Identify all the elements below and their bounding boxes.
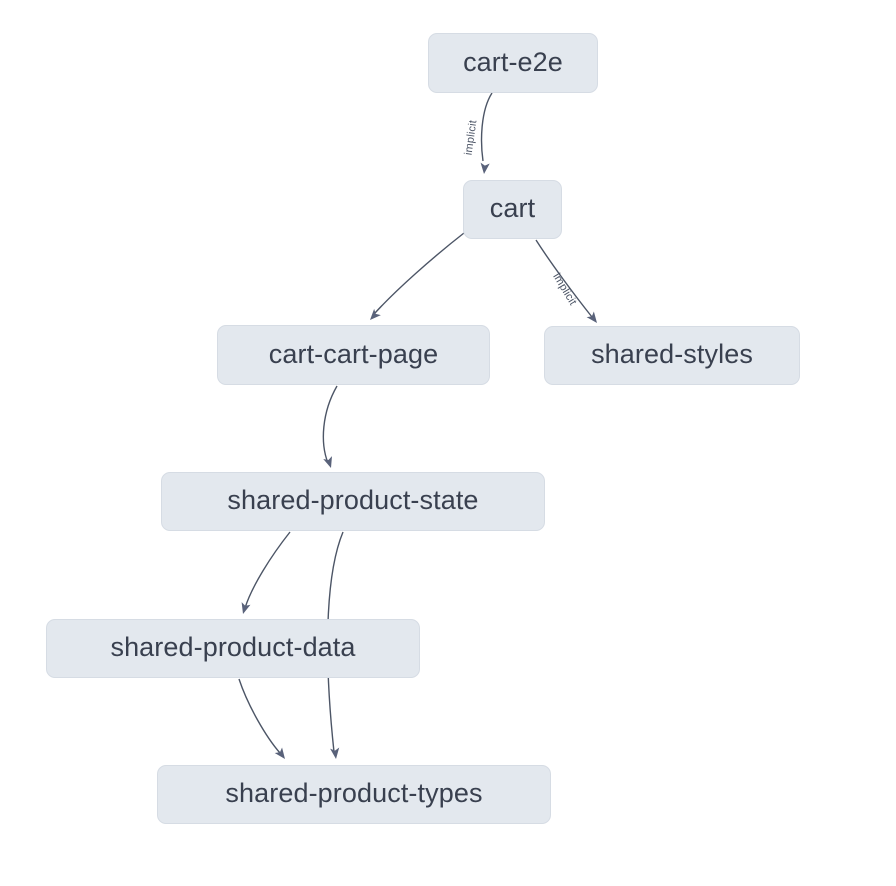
graph-node-label: shared-product-data [110, 632, 356, 662]
edge-label: implicit [550, 271, 578, 307]
edge-shared-product-state-to-shared-product-data [241, 531, 291, 614]
graph-node-shared-product-data[interactable]: shared-product-data [46, 619, 420, 678]
arrowhead-icon [480, 162, 490, 174]
edge-line [535, 239, 593, 318]
graph-node-label: cart [489, 193, 536, 223]
edge-line [244, 531, 291, 609]
arrowhead-icon [323, 456, 332, 468]
edge-shared-product-data-to-shared-product-types [238, 678, 285, 759]
graph-node-label: cart-cart-page [268, 338, 439, 369]
edge-label: implicit [463, 119, 480, 156]
edge-cart-cart-page-to-shared-product-state [322, 385, 338, 468]
edge-cart-e2e-to-cart: implicit [463, 92, 493, 174]
edge-line [238, 678, 281, 754]
graph-node-label: shared-product-state [227, 485, 479, 515]
graph-node-cart-cart-page[interactable]: cart-cart-page [217, 325, 490, 385]
graph-node-label: shared-product-types [225, 778, 483, 808]
graph-node-shared-product-types[interactable]: shared-product-types [157, 765, 551, 824]
edge-cart-to-shared-styles: implicit [535, 239, 597, 323]
graph-node-shared-product-state[interactable]: shared-product-state [161, 472, 545, 531]
graph-node-label: cart-e2e [463, 46, 563, 77]
edge-line [374, 232, 465, 314]
edge-line [322, 385, 338, 464]
edge-line [480, 92, 493, 162]
graph-node-label: shared-styles [591, 339, 753, 369]
graph-node-shared-styles[interactable]: shared-styles [544, 326, 800, 385]
graph-node-cart[interactable]: cart [463, 180, 562, 239]
arrowhead-icon [586, 311, 597, 323]
arrowhead-icon [241, 602, 251, 614]
graph-node-cart-e2e[interactable]: cart-e2e [428, 33, 598, 93]
arrowhead-icon [370, 308, 381, 320]
arrowhead-icon [330, 747, 340, 759]
arrowhead-icon [274, 747, 285, 759]
edge-cart-to-cart-cart-page [370, 232, 465, 320]
